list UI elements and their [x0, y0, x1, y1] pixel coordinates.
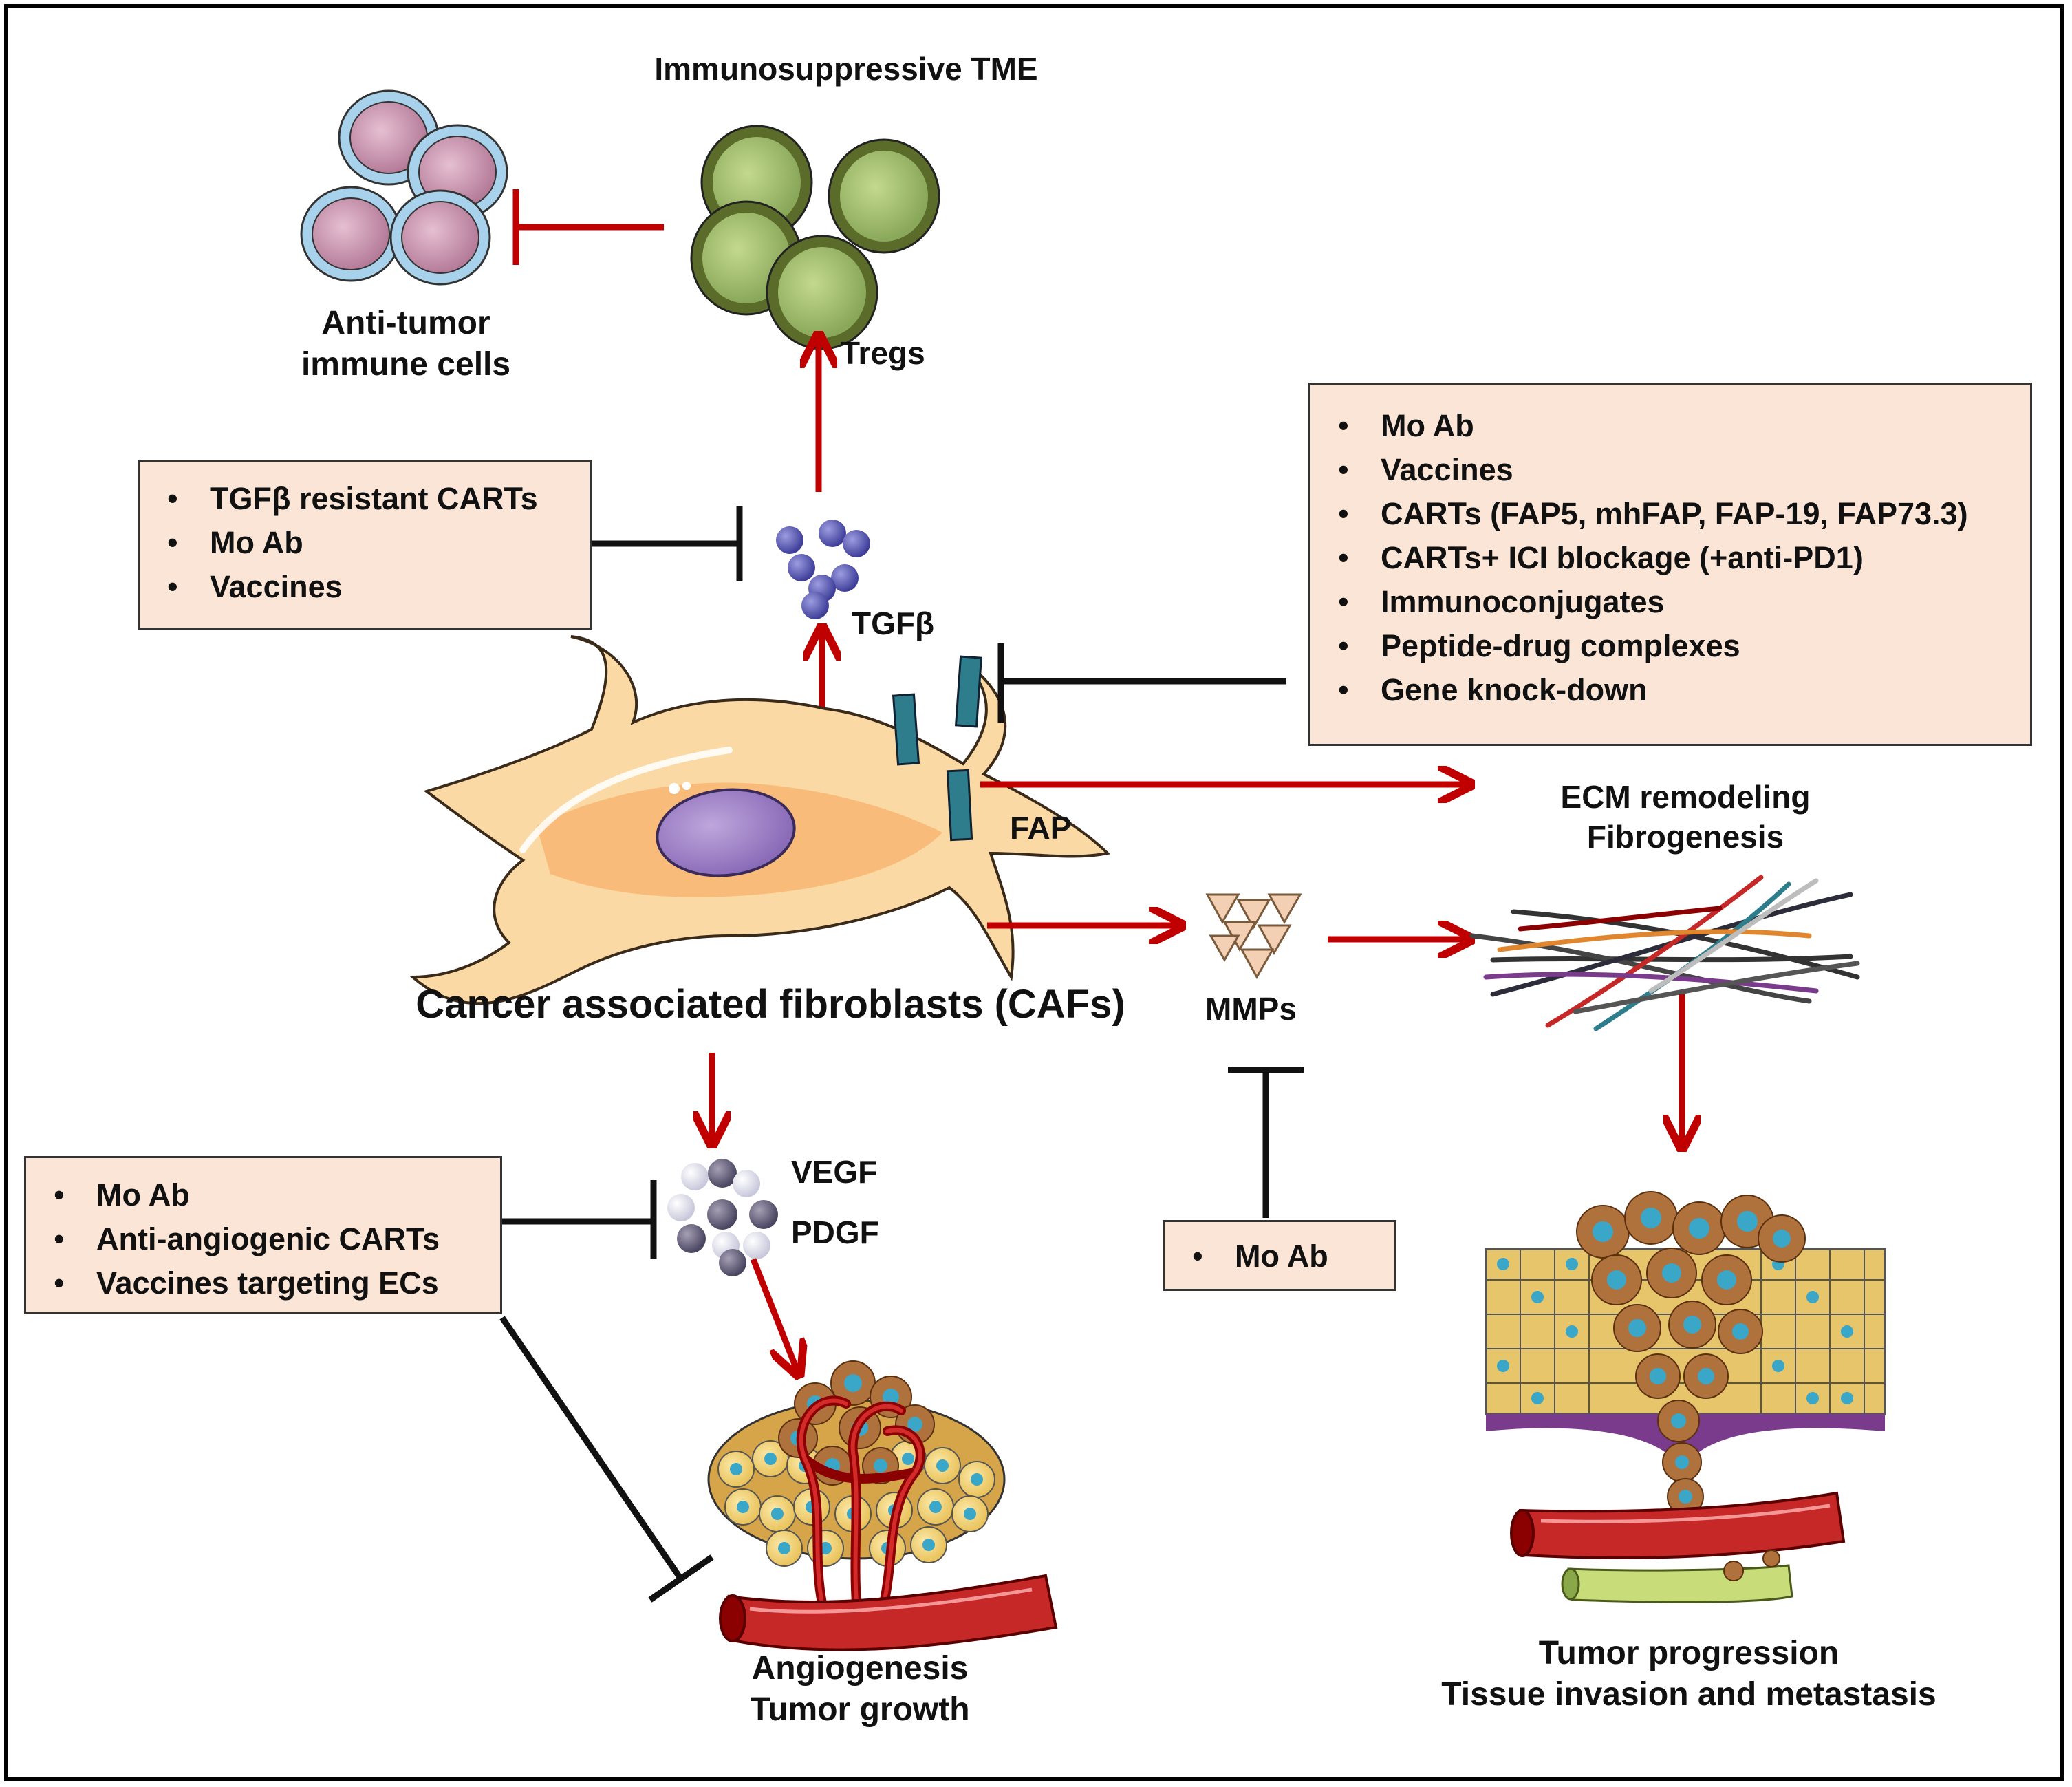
angiogenesis-inhibition — [499, 1316, 714, 1603]
progression-label: Tumor progression Tissue invasion and me… — [1396, 1633, 1981, 1715]
tgfb-box-inhibition — [592, 506, 743, 581]
tregs-label: Tregs — [841, 335, 925, 371]
anti-tumor-label: Anti-tumor immune cells — [234, 303, 578, 385]
angiogenesis-label-line1: Angiogenesis — [751, 1650, 969, 1687]
vegf-box-inhibition — [502, 1180, 657, 1259]
tgfb-therapy-item: TGFβ resistant CARTs — [167, 477, 590, 521]
ecm-fibers-icon — [1469, 875, 1860, 1031]
mmp-therapies-box: Mo Ab — [1163, 1220, 1396, 1291]
caf-cell-icon — [409, 635, 1111, 1005]
fap-receptor-icon — [892, 655, 983, 842]
tgfb-therapies-box: TGFβ resistant CARTs Mo Ab Vaccines — [138, 460, 592, 630]
anti-tumor-label-line1: Anti-tumor — [321, 305, 490, 341]
vegf-pdgf-molecules-icon — [667, 1159, 778, 1276]
fap-therapy-item: CARTs (FAP5, mhFAP, FAP-19, FAP73.3) — [1338, 492, 2030, 536]
anti-tumor-label-line2: immune cells — [301, 346, 511, 383]
cafs-label: Cancer associated fibroblasts (CAFs) — [416, 982, 1125, 1027]
mmp-box-inhibition — [1228, 1067, 1304, 1218]
mmps-icon — [1205, 893, 1302, 980]
progression-label-line2: Tissue invasion and metastasis — [1441, 1676, 1936, 1713]
mmp-therapy-item: Mo Ab — [1192, 1234, 1394, 1278]
progression-label-line1: Tumor progression — [1538, 1635, 1839, 1671]
ecm-label-line1: ECM remodeling — [1560, 779, 1811, 815]
tgfb-label: TGFβ — [852, 606, 935, 641]
ecm-label: ECM remodeling Fibrogenesis — [1445, 778, 1926, 857]
fap-label: FAP — [1010, 810, 1072, 846]
tgfb-molecules-icon — [776, 520, 870, 619]
fap-therapy-item: Vaccines — [1338, 448, 2030, 492]
tregs-inhibition-arrow — [512, 189, 664, 265]
fap-therapy-item: CARTs+ ICI blockage (+anti-PD1) — [1338, 536, 2030, 580]
fap-therapy-item: Gene knock-down — [1338, 668, 2030, 712]
fap-therapies-box: Mo Ab Vaccines CARTs (FAP5, mhFAP, FAP-1… — [1308, 383, 2032, 746]
ecm-label-line2: Fibrogenesis — [1586, 818, 1784, 855]
fap-box-inhibition — [997, 643, 1286, 723]
pdgf-label: PDGF — [791, 1214, 879, 1250]
vegf-therapy-item: Anti-angiogenic CARTs — [54, 1217, 500, 1261]
fap-therapy-item: Peptide-drug complexes — [1338, 624, 2030, 668]
angiogenesis-label-line2: Tumor growth — [750, 1691, 970, 1728]
figure-title: Immunosuppressive TME — [654, 51, 1038, 87]
tregs-icon — [690, 125, 940, 350]
anti-tumor-immune-cells-icon — [300, 89, 508, 286]
arrow-vegf-to-angiogenesis — [750, 1258, 798, 1373]
fap-therapy-item: Immunoconjugates — [1338, 580, 2030, 624]
angiogenesis-label: Angiogenesis Tumor growth — [654, 1648, 1066, 1731]
vegf-therapies-box: Mo Ab Anti-angiogenic CARTs Vaccines tar… — [24, 1156, 502, 1314]
angiogenesis-tumor-icon — [707, 1360, 1058, 1651]
figure-border — [4, 4, 2064, 1781]
tgfb-therapy-item: Vaccines — [167, 565, 590, 609]
fap-therapy-item: Mo Ab — [1338, 404, 2030, 448]
vegf-therapy-item: Mo Ab — [54, 1173, 500, 1217]
tgfb-therapy-item: Mo Ab — [167, 521, 590, 565]
mmps-label: MMPs — [1205, 991, 1297, 1027]
tumor-progression-icon — [1485, 1191, 1886, 1603]
vegf-label: VEGF — [791, 1154, 878, 1190]
vegf-therapy-item: Vaccines targeting ECs — [54, 1261, 500, 1305]
